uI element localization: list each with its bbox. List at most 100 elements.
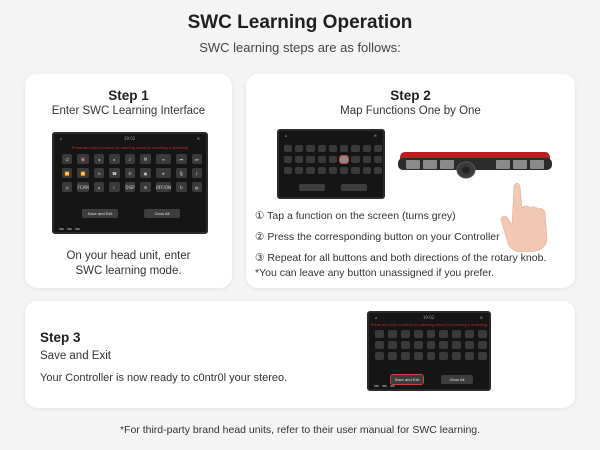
rewind-icon[interactable] bbox=[375, 341, 384, 349]
sd-icon[interactable]: ▤ bbox=[191, 182, 202, 192]
volume-up-icon[interactable]: ▸ bbox=[109, 154, 120, 164]
step3-description: Your Controller is now ready to c0ntr0l … bbox=[40, 372, 288, 384]
controller-button[interactable] bbox=[406, 160, 420, 169]
next-icon[interactable]: ⏭ bbox=[191, 154, 202, 164]
bluetooth-icon[interactable] bbox=[478, 341, 487, 349]
mic-icon[interactable]: 🎙 bbox=[176, 168, 187, 178]
volume-down-icon[interactable] bbox=[400, 330, 410, 338]
eq-icon[interactable] bbox=[452, 330, 462, 338]
controller-button[interactable] bbox=[513, 160, 527, 169]
controller-button[interactable] bbox=[440, 160, 454, 169]
speaker-icon[interactable] bbox=[328, 145, 338, 152]
dvd-icon[interactable] bbox=[375, 352, 384, 360]
mute-icon[interactable] bbox=[295, 145, 304, 152]
prev-icon[interactable]: ⏮ bbox=[176, 154, 187, 164]
onoff-button[interactable] bbox=[452, 352, 462, 360]
loop-icon[interactable] bbox=[465, 352, 475, 360]
nav-icon[interactable]: ➤ bbox=[155, 168, 171, 178]
forward-icon[interactable]: ⏩ bbox=[77, 168, 89, 178]
selected-function-icon[interactable] bbox=[339, 155, 350, 164]
power-icon[interactable] bbox=[375, 330, 384, 338]
volume-up-icon[interactable] bbox=[413, 330, 423, 338]
prev-icon[interactable] bbox=[465, 330, 475, 338]
mode-icon[interactable]: M bbox=[140, 154, 151, 164]
disp-button[interactable] bbox=[426, 352, 436, 360]
controller-button[interactable] bbox=[496, 160, 510, 169]
disp-button[interactable] bbox=[328, 167, 338, 174]
radio-icon[interactable] bbox=[400, 341, 410, 349]
phone-icon[interactable] bbox=[413, 341, 423, 349]
mode-icon[interactable] bbox=[439, 330, 449, 338]
bluetooth-icon[interactable]: ᛒ bbox=[191, 168, 202, 178]
eq-icon[interactable]: ≡ bbox=[155, 154, 171, 164]
nav-icon[interactable] bbox=[452, 341, 462, 349]
save-exit-button[interactable] bbox=[299, 184, 325, 191]
step1-desc-line1: On your head unit, enter bbox=[66, 250, 191, 262]
mute-icon[interactable]: 🔇 bbox=[77, 154, 89, 164]
disp-button[interactable]: DISP bbox=[124, 182, 136, 192]
volume-up-icon[interactable] bbox=[317, 145, 326, 152]
step2-card: Step 2 Map Functions One by One ⌂ ≋ bbox=[246, 74, 575, 288]
save-exit-button-highlighted[interactable]: Save and Exit bbox=[390, 374, 424, 385]
clear-all-button[interactable]: Clear All bbox=[441, 375, 473, 384]
settings-icon[interactable]: ⚙ bbox=[140, 182, 151, 192]
photo-icon[interactable]: ▣ bbox=[140, 168, 151, 178]
volume-down-icon[interactable]: ◂ bbox=[93, 154, 105, 164]
speaker-icon[interactable] bbox=[426, 330, 436, 338]
mode-icon[interactable] bbox=[340, 145, 349, 152]
settings-icon[interactable] bbox=[439, 352, 449, 360]
home-button-icon[interactable] bbox=[306, 167, 315, 174]
status-bar: ⌂ 19:02 ≋ bbox=[60, 136, 200, 142]
mic-icon[interactable] bbox=[362, 156, 371, 163]
onoff-button[interactable] bbox=[351, 167, 360, 174]
speaker-icon[interactable]: ♪ bbox=[124, 154, 136, 164]
phone-icon[interactable]: ☎ bbox=[109, 168, 120, 178]
save-exit-button[interactable]: Save and Exit bbox=[82, 209, 118, 218]
dvd-icon[interactable]: ◎ bbox=[62, 182, 73, 192]
radio-icon[interactable]: ⊙ bbox=[93, 168, 105, 178]
power-icon[interactable] bbox=[284, 145, 293, 152]
moon-icon[interactable] bbox=[413, 352, 423, 360]
clear-all-button[interactable]: Clear All bbox=[144, 209, 180, 218]
home-button-icon[interactable]: ⌂ bbox=[93, 182, 105, 192]
loop-icon[interactable] bbox=[362, 167, 371, 174]
bluetooth-icon[interactable] bbox=[373, 156, 382, 163]
controller-button[interactable] bbox=[423, 160, 437, 169]
rewind-icon[interactable] bbox=[284, 156, 293, 163]
fcam-button[interactable]: FCAM bbox=[77, 182, 89, 192]
hangup-icon[interactable]: ✆ bbox=[124, 168, 136, 178]
sd-icon[interactable] bbox=[478, 352, 487, 360]
hangup-icon[interactable] bbox=[328, 156, 338, 163]
next-icon[interactable] bbox=[478, 330, 487, 338]
nav-icon[interactable] bbox=[351, 156, 360, 163]
wifi-icon: ≋ bbox=[373, 133, 377, 138]
rewind-icon[interactable]: ⏪ bbox=[62, 168, 73, 178]
controller-button[interactable] bbox=[530, 160, 544, 169]
prev-icon[interactable] bbox=[362, 145, 371, 152]
mute-icon[interactable] bbox=[387, 330, 397, 338]
dvd-icon[interactable] bbox=[284, 167, 293, 174]
hangup-icon[interactable] bbox=[426, 341, 436, 349]
home-button-icon[interactable] bbox=[400, 352, 410, 360]
volume-down-icon[interactable] bbox=[306, 145, 315, 152]
sd-icon[interactable] bbox=[373, 167, 382, 174]
loop-icon[interactable]: ↻ bbox=[176, 182, 187, 192]
moon-icon[interactable]: ☾ bbox=[109, 182, 120, 192]
radio-icon[interactable] bbox=[306, 156, 315, 163]
forward-icon[interactable] bbox=[387, 341, 397, 349]
forward-icon[interactable] bbox=[295, 156, 304, 163]
onoff-button[interactable]: OFF/ON bbox=[155, 182, 171, 192]
clear-all-button[interactable] bbox=[341, 184, 367, 191]
moon-icon[interactable] bbox=[317, 167, 326, 174]
step2-instruction-1: ① Tap a function on the screen (turns gr… bbox=[255, 210, 456, 222]
photo-icon[interactable] bbox=[439, 341, 449, 349]
fcam-button[interactable] bbox=[387, 352, 397, 360]
fcam-button[interactable] bbox=[295, 167, 304, 174]
power-icon[interactable]: ⏻ bbox=[62, 154, 73, 164]
mic-icon[interactable] bbox=[465, 341, 475, 349]
phone-icon[interactable] bbox=[317, 156, 326, 163]
settings-icon[interactable] bbox=[340, 167, 349, 174]
step3-card: ⌂ 19:02 ≋ Press and hold a button on ste… bbox=[25, 301, 575, 408]
eq-icon[interactable] bbox=[351, 145, 360, 152]
next-icon[interactable] bbox=[373, 145, 382, 152]
